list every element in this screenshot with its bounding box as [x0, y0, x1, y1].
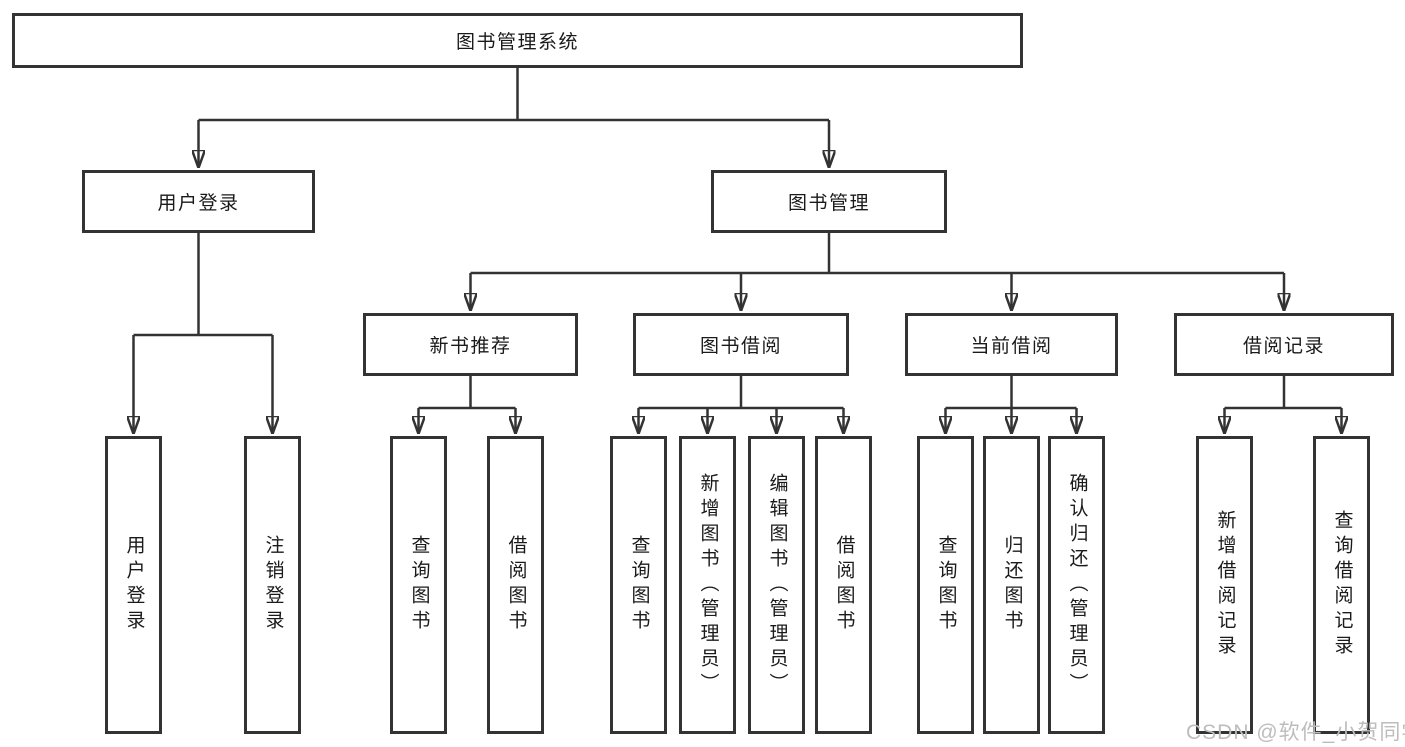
- leaf-borrow-book: 借阅图书: [815, 436, 872, 734]
- connector-book-borrow-children: [639, 376, 844, 434]
- leaf-newbook-borrow-label: 借阅图书: [505, 535, 527, 635]
- leaf-borrow-add-admin-label: 新增图书（管理员）: [697, 472, 719, 698]
- leaf-newbook-borrow: 借阅图书: [487, 436, 544, 734]
- leaf-current-confirm-admin-label: 确认归还（管理员）: [1066, 472, 1088, 698]
- leaf-current-query: 查询图书: [917, 436, 974, 734]
- leaf-newbook-query-label: 查询图书: [408, 535, 430, 635]
- leaf-logout: 注销登录: [244, 436, 301, 734]
- csdn-watermark: CSDN @软件_小贺同学: [1186, 721, 1405, 744]
- node-book-management: 图书管理: [711, 170, 947, 233]
- connector-borrow-records-children: [1225, 376, 1342, 434]
- node-borrow-records-label: 借阅记录: [1242, 336, 1325, 357]
- node-user-login-label: 用户登录: [157, 193, 240, 214]
- connector-root-to-level2: [199, 68, 830, 168]
- leaf-borrow-edit-admin: 编辑图书（管理员）: [748, 436, 805, 734]
- leaf-borrow-add-admin: 新增图书（管理员）: [679, 436, 736, 734]
- connector-new-book-children: [419, 376, 516, 434]
- leaf-logout-label: 注销登录: [262, 535, 284, 635]
- leaf-current-query-label: 查询图书: [935, 535, 957, 635]
- node-new-book-recommend-label: 新书推荐: [429, 336, 512, 357]
- node-user-login: 用户登录: [82, 170, 315, 233]
- node-book-management-label: 图书管理: [787, 193, 870, 214]
- leaf-borrow-edit-admin-label: 编辑图书（管理员）: [766, 472, 788, 698]
- leaf-newbook-query: 查询图书: [390, 436, 447, 734]
- connector-user-login-children: [134, 233, 273, 434]
- leaf-borrow-query-label: 查询图书: [628, 535, 650, 635]
- leaf-record-query-label: 查询借阅记录: [1331, 510, 1353, 660]
- node-current-borrowing-label: 当前借阅: [970, 336, 1053, 357]
- node-library-system-label: 图书管理系统: [455, 32, 579, 53]
- leaf-current-return: 归还图书: [983, 436, 1040, 734]
- leaf-current-confirm-admin: 确认归还（管理员）: [1048, 436, 1105, 734]
- node-book-borrowing-label: 图书借阅: [699, 336, 782, 357]
- node-book-borrowing: 图书借阅: [633, 313, 849, 376]
- leaf-borrow-query: 查询图书: [610, 436, 667, 734]
- leaf-record-add: 新增借阅记录: [1196, 436, 1253, 734]
- node-new-book-recommend: 新书推荐: [363, 313, 578, 376]
- leaf-record-query: 查询借阅记录: [1313, 436, 1370, 734]
- leaf-borrow-book-label: 借阅图书: [833, 535, 855, 635]
- node-current-borrowing: 当前借阅: [905, 313, 1118, 376]
- leaf-user-login-label: 用户登录: [123, 535, 145, 635]
- connector-current-borrow-children: [946, 376, 1077, 434]
- node-library-system: 图书管理系统: [12, 13, 1023, 68]
- leaf-user-login: 用户登录: [105, 436, 162, 734]
- node-borrow-records: 借阅记录: [1174, 313, 1394, 376]
- connector-book-management-children: [471, 233, 1285, 311]
- leaf-current-return-label: 归还图书: [1001, 535, 1023, 635]
- leaf-record-add-label: 新增借阅记录: [1214, 510, 1236, 660]
